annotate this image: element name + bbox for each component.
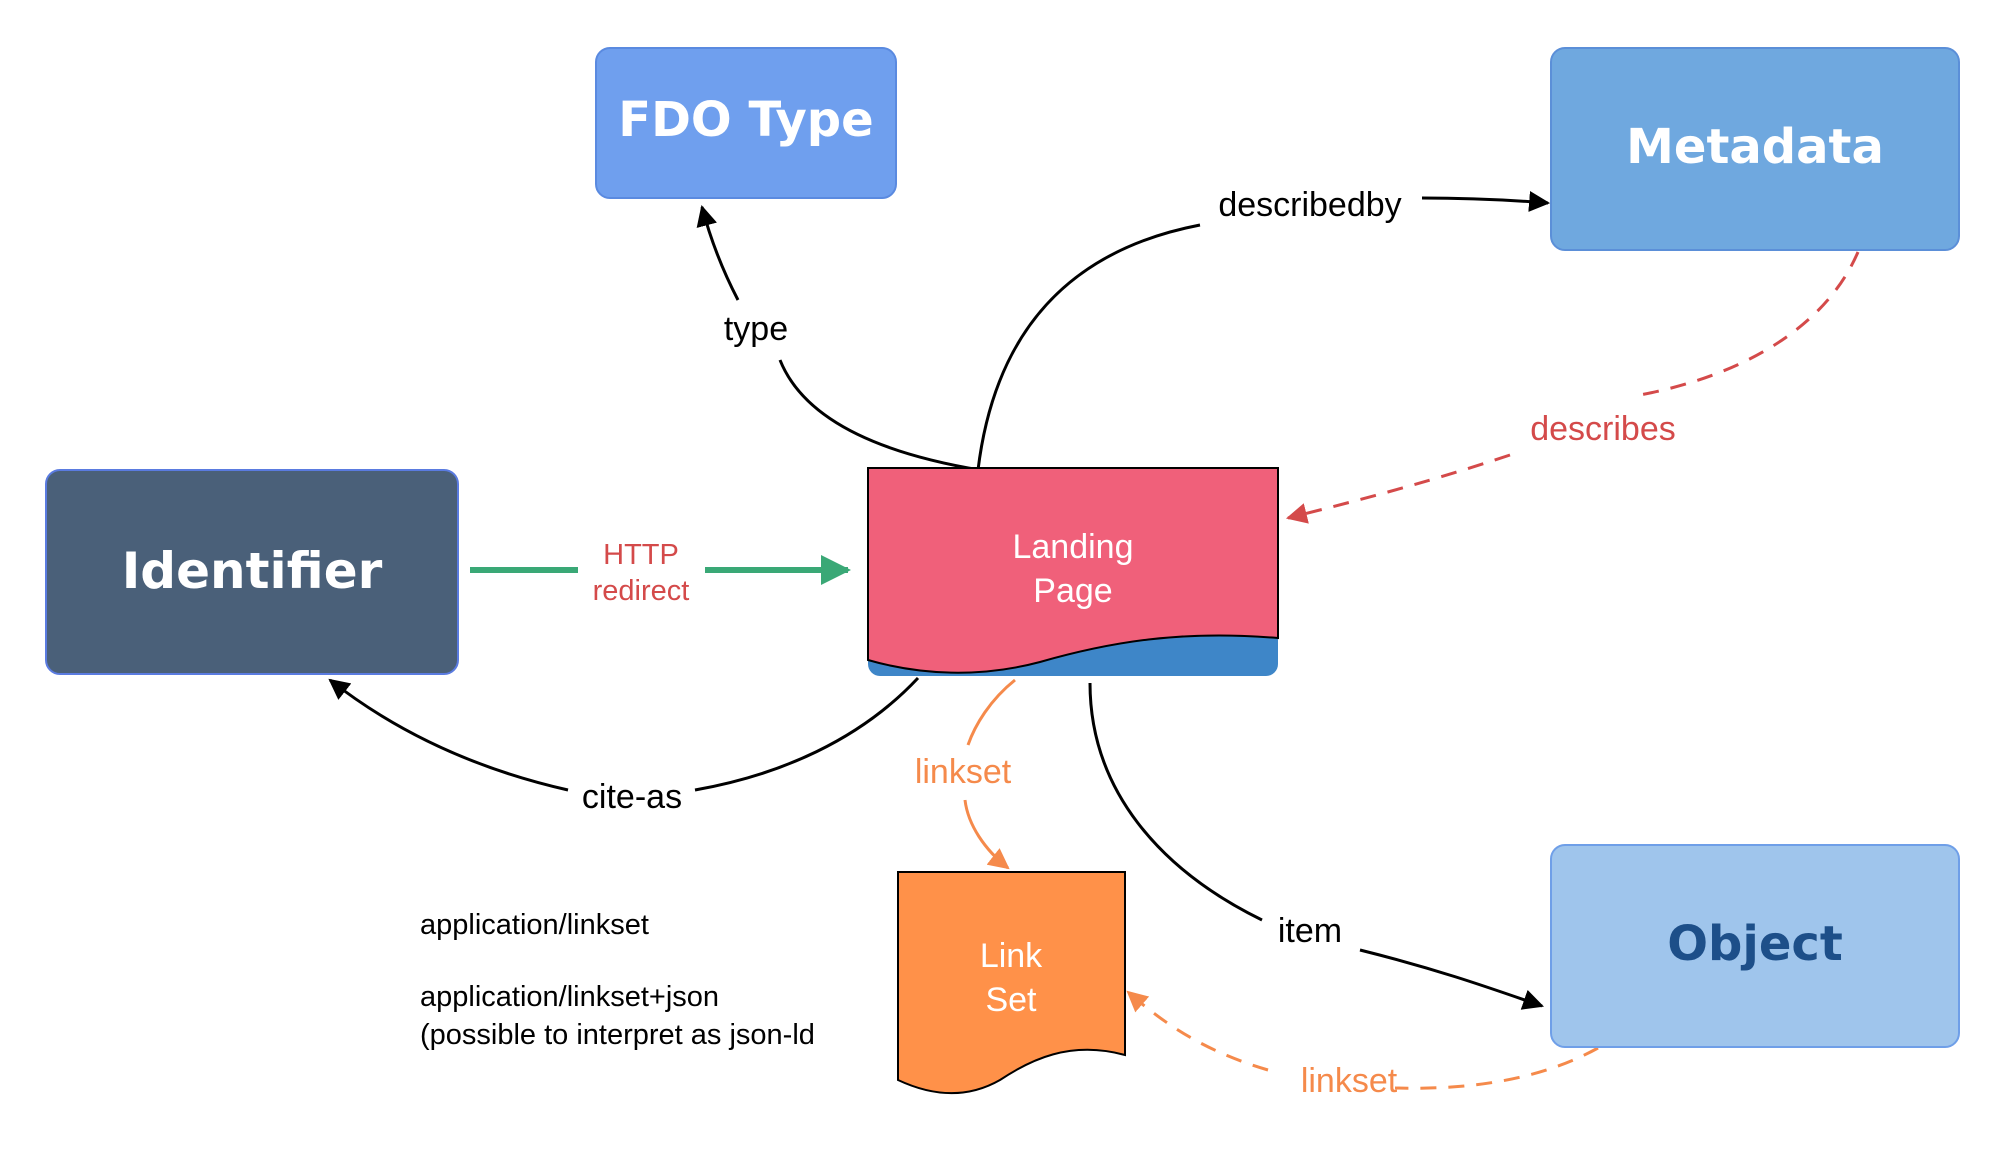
node-metadata[interactable]: Metadata [1550,47,1960,251]
node-fdo-type[interactable]: FDO Type [595,47,897,199]
edge-type-upper [696,204,740,301]
edge-label-linkset-lp: linkset [915,753,1012,791]
node-link-set[interactable]: Link Set [897,871,1126,1095]
link-set-label-line1: Link [980,937,1043,975]
edge-label-item: item [1278,912,1342,950]
metadata-label: Metadata [1626,119,1884,175]
node-object[interactable]: Object [1550,844,1960,1048]
identifier-label: Identifier [122,542,383,600]
edge-type [778,359,981,472]
landing-page-label-line1: Landing [1012,528,1133,566]
edge-linkset-lp [966,678,1016,746]
edge-describes-lower [1285,453,1511,524]
edge-item [1088,682,1263,922]
note-mime-linkset: application/linkset [420,909,649,941]
fdo-type-label: FDO Type [618,92,873,148]
edge-label-linkset-obj: linkset [1301,1062,1398,1100]
landing-page-label-line2: Page [1033,572,1112,610]
note-mime-linkset-json: application/linkset+json [420,981,719,1013]
edge-label-redirect: redirect [593,575,690,607]
edge-linkset-obj-left [1126,990,1269,1072]
edge-label-describedby: describedby [1218,186,1401,224]
node-landing-page[interactable]: Landing Page [867,467,1279,676]
edge-item-lower [1359,948,1544,1010]
edge-describedby [976,223,1201,471]
edge-cite-as [694,676,920,792]
note-jsonld: (possible to interpret as json-ld [420,1019,815,1051]
edge-cite-as-left [328,678,569,792]
object-label: Object [1667,916,1843,972]
edge-label-http: HTTP [603,539,679,571]
link-set-label-line2: Set [985,981,1037,1019]
edge-label-type: type [724,310,788,348]
edge-label-describes: describes [1530,410,1676,448]
edge-linkset-lp-lower [963,799,1010,870]
edge-linkset-obj [1394,1046,1599,1090]
edge-describes [1639,251,1860,397]
edge-describedby-upper [1421,191,1551,212]
edge-label-cite-as: cite-as [582,778,682,816]
node-identifier[interactable]: Identifier [45,469,459,675]
